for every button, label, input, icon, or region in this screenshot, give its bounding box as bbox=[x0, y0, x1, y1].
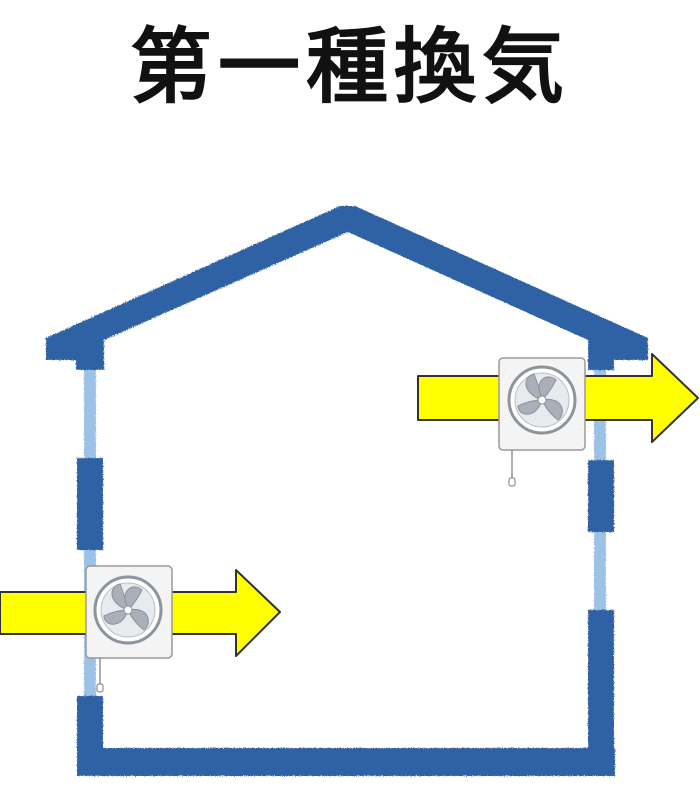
right-window-lower bbox=[594, 532, 606, 612]
right-wall-top bbox=[588, 350, 614, 370]
right-wall-mid bbox=[588, 460, 614, 532]
left-window-upper bbox=[84, 370, 96, 460]
house bbox=[46, 206, 648, 776]
diagram-title: 第一種換気 bbox=[129, 20, 570, 115]
left-wall-mid bbox=[77, 458, 103, 550]
exhaust-ventilation-fan-icon bbox=[498, 357, 586, 487]
supply-ventilation-fan-icon bbox=[85, 565, 173, 693]
house-floor bbox=[77, 748, 615, 776]
right-wall-bottom bbox=[588, 610, 614, 776]
left-wall-top bbox=[76, 350, 104, 370]
house-roof bbox=[46, 206, 648, 360]
